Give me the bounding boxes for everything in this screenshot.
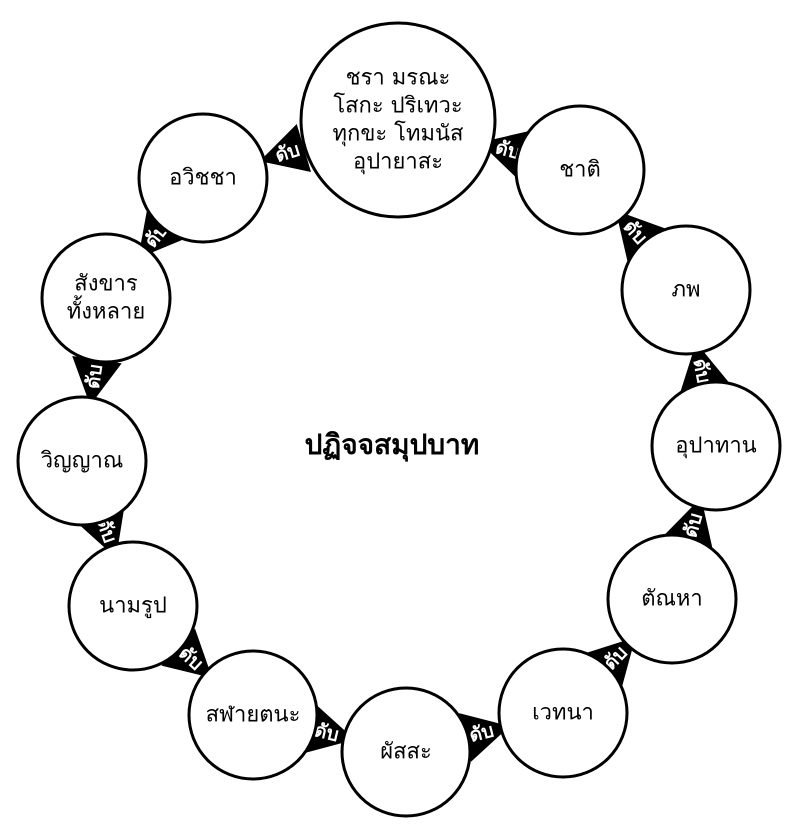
node-label: อุปาทาน [675,434,756,459]
node-label: ทั้งหลาย [67,296,145,325]
node-circle [650,380,782,512]
node-label: ภพ [671,278,700,303]
arrowhead-icon [615,210,665,262]
node-phassa: ผัสสะ [340,686,472,818]
arrow-label: ดับ [82,363,107,390]
node-namarupa: นามรูป [67,540,199,672]
node-circle [514,104,646,236]
node-vinnana: วิญญาณ [16,395,148,527]
arrow-label: ดับ [467,720,496,747]
node-avijja: อวิชชา [137,112,269,244]
node-phop: ภพ [620,224,752,356]
node-label: โสกะ ปริเทวะ [333,93,462,119]
node-label: ผัสสะ [380,740,432,765]
node-label: นามรูป [99,594,167,619]
node-circle [16,395,148,527]
arrowhead-icon [585,637,636,688]
node-upathan: อุปาทาน [650,380,782,512]
node-chati: ชาติ [514,104,646,236]
node-label: ชรา มรณะ [346,66,451,91]
node-label: ชาติ [559,158,601,183]
arrow-phop-to-chati: ดับ [615,210,665,262]
node-label: ทุกขะ โทมนัส [333,121,465,147]
node-circle [299,21,497,219]
arrowhead-icon [138,206,187,259]
node-label: เวทนา [532,701,594,726]
node-wethana: เวทนา [497,647,629,779]
arrow-sankhara-to-vinnana: ดับ [72,356,122,406]
arrowhead-icon [259,124,312,172]
node-label: ตัณหา [641,587,703,612]
node-circle [40,232,172,364]
node-label: สังขาร [74,272,138,297]
diagram-title: ปฏิจจสมุปบาท [305,428,480,462]
node-label: สฬายตนะ [206,703,301,728]
node-circle [606,533,738,665]
node-circle [67,540,199,672]
node-circle [497,647,629,779]
arrowhead-icon [161,628,213,678]
node-circle [340,686,472,818]
arrow-jara-marana-to-avijja: ดับ [259,124,312,172]
node-circle [620,224,752,356]
arrowhead-icon [459,713,510,762]
arrow-wethana-to-tanha: ดับ [585,637,636,688]
arrow-label: ดับ [688,357,714,385]
node-label: อุปายาสะ [353,150,443,175]
node-circle [187,649,319,781]
arrowhead-icon [72,356,122,406]
node-label: วิญญาณ [40,449,123,474]
node-circle [137,112,269,244]
node-salayatana: สฬายตนะ [187,649,319,781]
node-label: อวิชชา [169,166,237,191]
node-tanha: ตัณหา [606,533,738,665]
arrow-phassa-to-wethana: ดับ [459,713,510,762]
